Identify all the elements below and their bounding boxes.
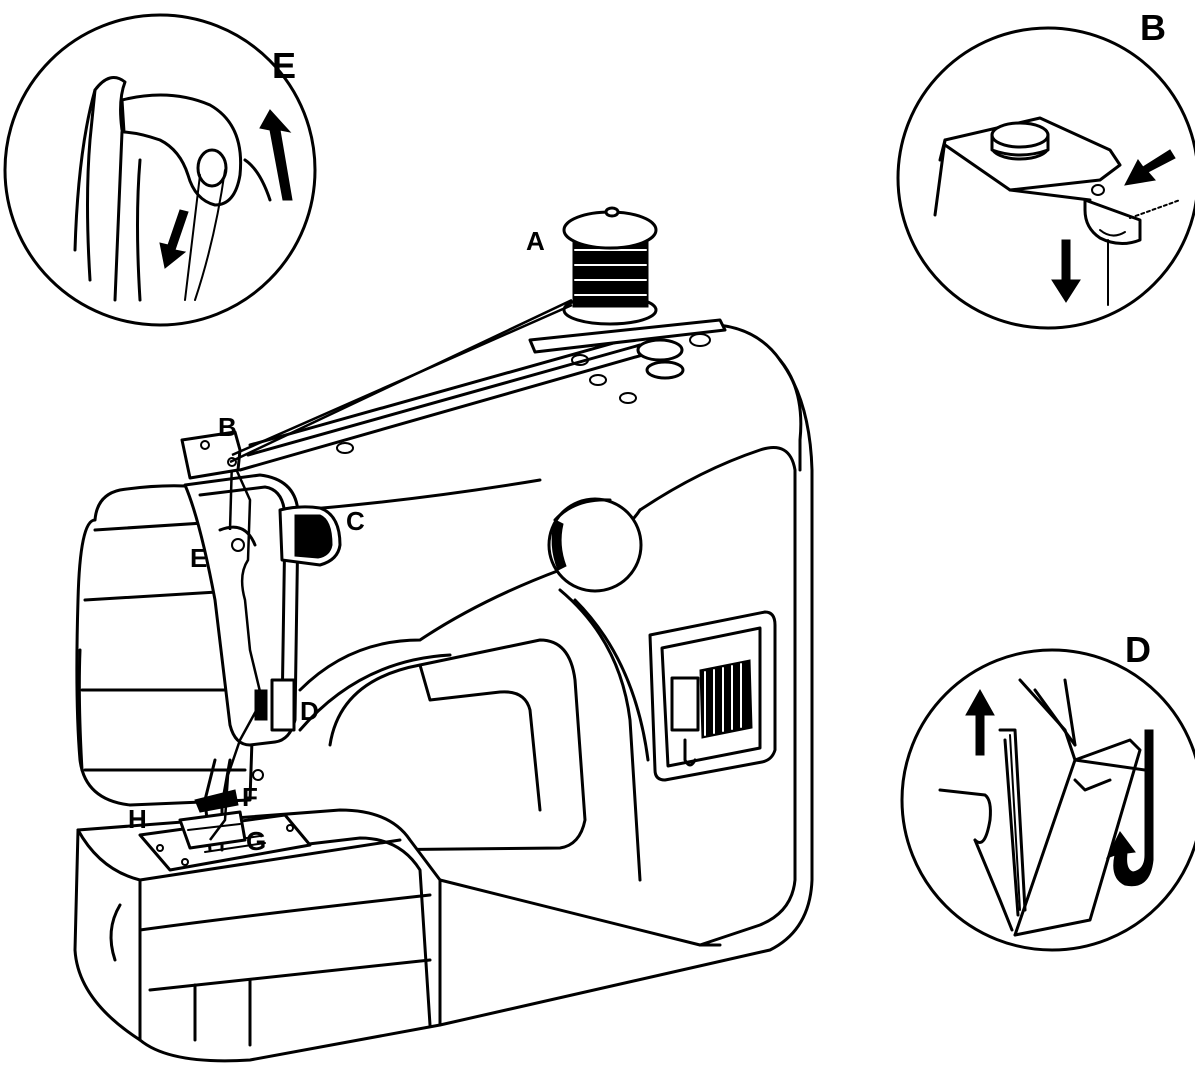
inset-label-b: B [1140, 7, 1166, 48]
label-a: A [526, 226, 545, 256]
spool-pin-area [229, 206, 727, 464]
inset-b-thread-guide [896, 26, 1195, 330]
inset-d-thread-guide [900, 648, 1195, 952]
inset-label-e: E [272, 45, 297, 86]
label-e: E [190, 543, 208, 573]
label-h: H [128, 804, 147, 834]
label-f: F [242, 782, 258, 812]
label-c: C [346, 506, 365, 536]
handwheel [547, 497, 643, 593]
label-g: G [246, 826, 267, 856]
label-d: D [300, 696, 319, 726]
needle-head [178, 430, 342, 852]
inset-e-take-up-lever [3, 13, 317, 327]
inset-label-d: D [1125, 629, 1151, 670]
free-arm-bed [73, 808, 722, 1063]
label-b: B [218, 412, 237, 442]
stitch-selector-panel [648, 610, 777, 782]
